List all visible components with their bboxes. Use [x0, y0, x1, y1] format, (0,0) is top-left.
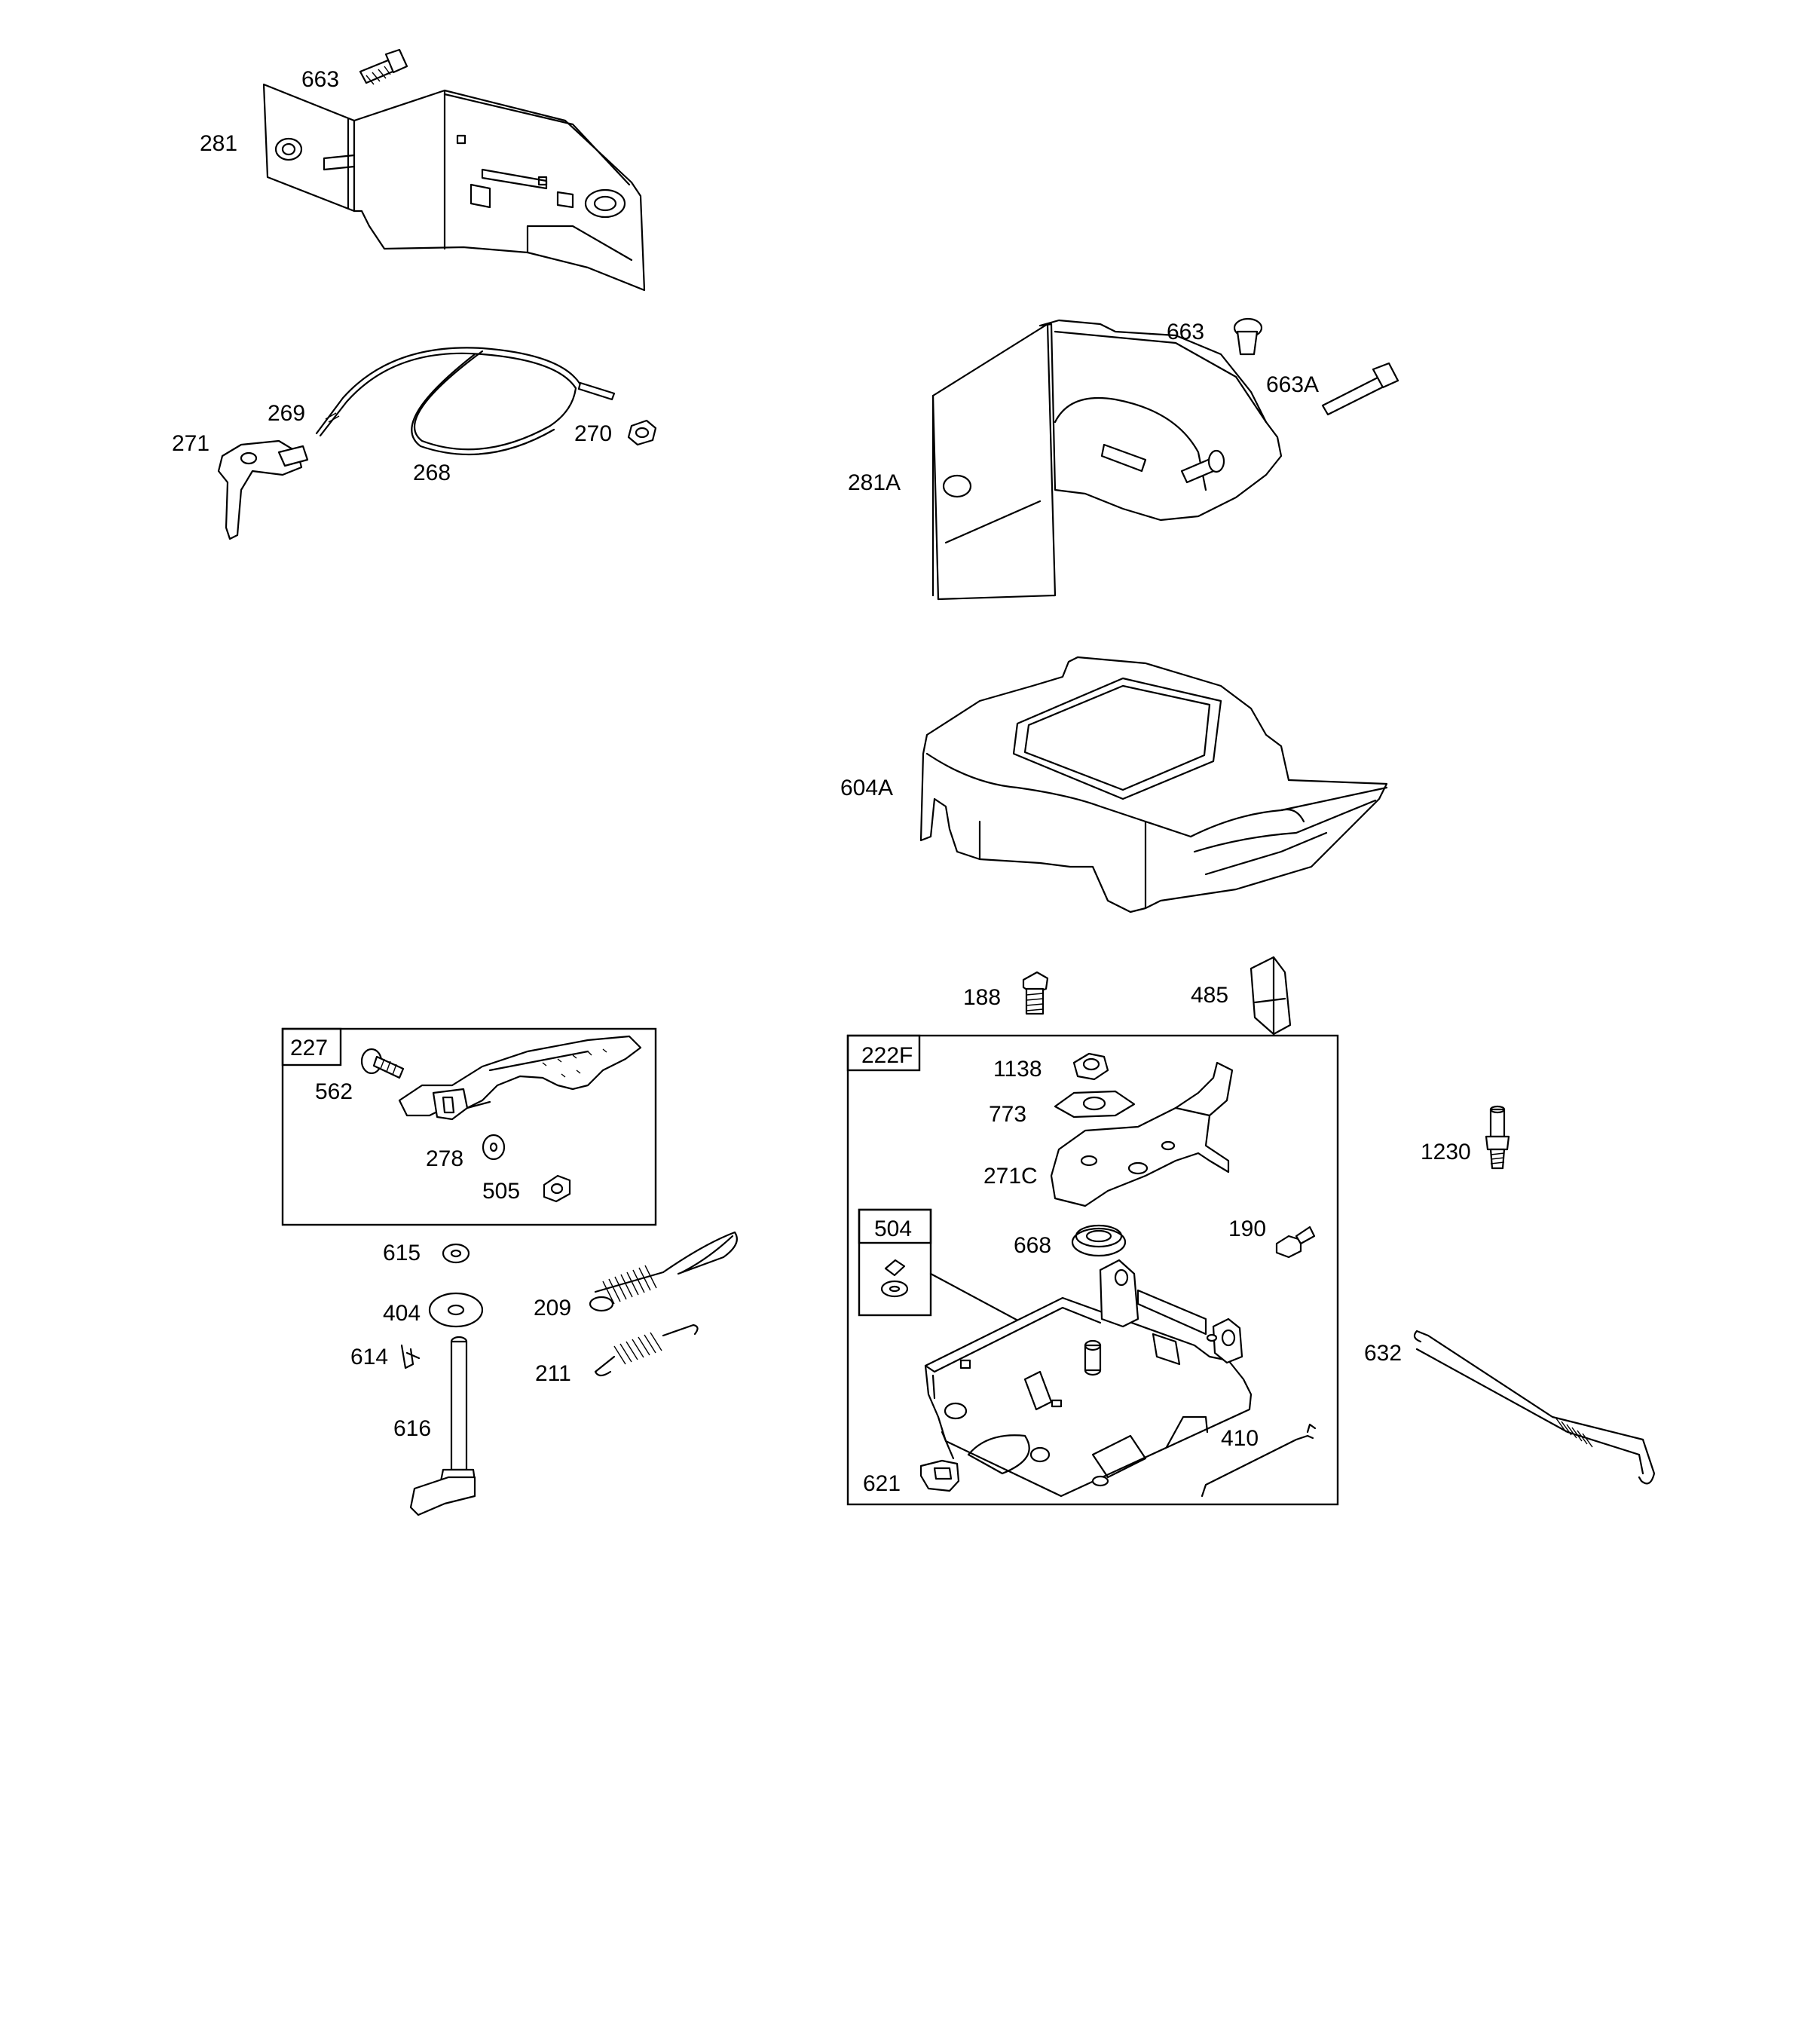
label-615: 615 — [383, 1241, 421, 1265]
label-281: 281 — [200, 131, 237, 156]
part-485-block — [1250, 956, 1292, 1036]
part-562-bolt — [360, 1048, 405, 1079]
label-616: 616 — [393, 1416, 431, 1441]
label-281A: 281A — [848, 470, 901, 495]
part-1230-stud — [1485, 1105, 1510, 1170]
part-621-clip — [919, 1459, 960, 1492]
part-663-bolt-top — [359, 48, 408, 85]
part-labels: 663 281 269 271 270 268 663 663A 281A 60… — [172, 67, 1471, 1496]
part-188-bolt — [1022, 971, 1049, 1015]
label-410: 410 — [1221, 1426, 1259, 1451]
part-614-clip — [400, 1344, 421, 1369]
part-404-washer — [428, 1292, 484, 1328]
part-615-washer — [442, 1243, 470, 1264]
group-222F-box — [846, 1034, 1339, 1506]
label-614: 614 — [350, 1345, 388, 1369]
label-190: 190 — [1228, 1216, 1266, 1241]
label-604A: 604A — [840, 776, 893, 800]
label-268: 268 — [413, 461, 451, 485]
label-632: 632 — [1364, 1341, 1402, 1366]
part-632-link — [1413, 1330, 1656, 1485]
part-271-lever — [217, 439, 309, 540]
part-663A-long-bolt — [1321, 362, 1399, 416]
label-209: 209 — [534, 1296, 571, 1320]
label-270: 270 — [574, 421, 612, 446]
label-278: 278 — [426, 1146, 463, 1171]
part-668-pulley — [1071, 1224, 1127, 1257]
label-188: 188 — [963, 985, 1001, 1010]
part-1138-nut — [1072, 1052, 1109, 1081]
label-211: 211 — [535, 1361, 571, 1386]
label-562: 562 — [315, 1079, 353, 1104]
part-604A-shroud — [919, 656, 1388, 913]
group-504-box — [858, 1208, 1098, 1364]
part-227-lever-assembly — [398, 1035, 642, 1121]
label-663-mid: 663 — [1167, 320, 1204, 344]
part-616-shaft — [409, 1336, 476, 1516]
label-505: 505 — [482, 1179, 520, 1204]
box-label-504: 504 — [874, 1216, 912, 1241]
label-663A: 663A — [1266, 372, 1319, 397]
part-271C-plate — [1050, 1061, 1234, 1207]
part-773-washer — [1054, 1090, 1136, 1118]
label-773: 773 — [989, 1102, 1026, 1127]
label-621: 621 — [863, 1471, 901, 1496]
part-281A-cover — [931, 319, 1283, 601]
label-271C: 271C — [983, 1164, 1038, 1189]
label-663-top: 663 — [301, 67, 339, 92]
part-505-nut — [543, 1174, 571, 1203]
label-269: 269 — [268, 401, 305, 426]
group-227-box — [281, 1027, 657, 1226]
box-label-227: 227 — [290, 1036, 328, 1060]
part-663-bolt-mid — [1233, 317, 1263, 356]
part-278-washer — [482, 1134, 506, 1161]
part-410-link — [1201, 1423, 1317, 1498]
part-209-spring — [589, 1231, 738, 1312]
label-404: 404 — [383, 1301, 421, 1326]
label-271: 271 — [172, 431, 210, 456]
label-668: 668 — [1014, 1233, 1051, 1258]
label-485: 485 — [1191, 983, 1228, 1008]
part-190-bolt — [1275, 1226, 1316, 1259]
box-label-222F: 222F — [861, 1043, 913, 1068]
part-281-bracket — [262, 83, 646, 292]
part-268-cable — [315, 347, 616, 456]
label-1230: 1230 — [1421, 1140, 1471, 1164]
label-1138: 1138 — [993, 1057, 1042, 1082]
part-270-nut — [627, 419, 657, 446]
part-222F-base-plate — [924, 1259, 1253, 1498]
part-211-spring — [594, 1324, 699, 1377]
